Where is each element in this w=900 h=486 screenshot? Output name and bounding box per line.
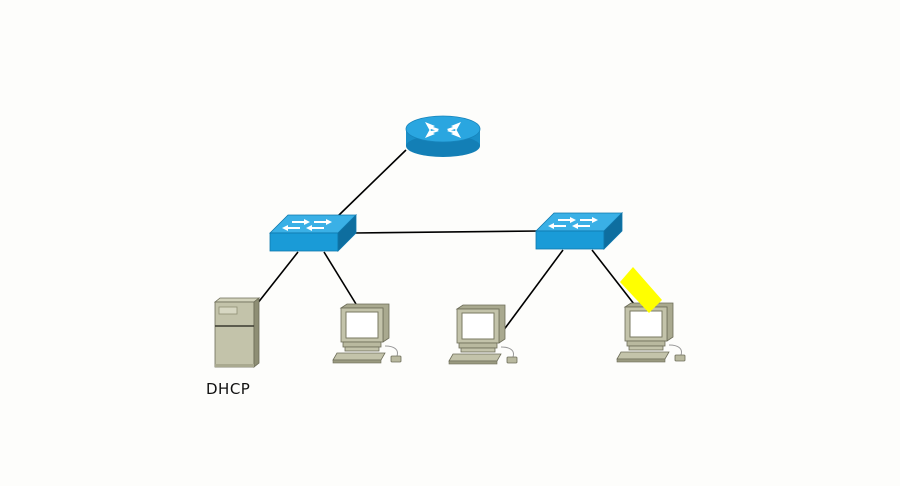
highlight-marker [620, 267, 662, 313]
pc-icon[interactable] [332, 303, 402, 364]
link-switch1-pc1 [323, 251, 357, 305]
links [256, 149, 635, 332]
link-switch2-pc2 [502, 249, 564, 332]
link-switch2-pc3 [591, 249, 635, 305]
switch-icon[interactable] [269, 214, 357, 252]
server-label: DHCP [206, 380, 251, 398]
router-icon[interactable] [405, 115, 481, 157]
switch-icon[interactable] [535, 212, 623, 250]
link-router-switch1 [337, 149, 407, 217]
link-switch1-server [256, 251, 299, 305]
pc-icon[interactable] [616, 302, 686, 363]
link-switch1-switch2 [353, 230, 541, 234]
pc-icon[interactable] [448, 304, 518, 365]
server-icon[interactable] [213, 297, 261, 368]
